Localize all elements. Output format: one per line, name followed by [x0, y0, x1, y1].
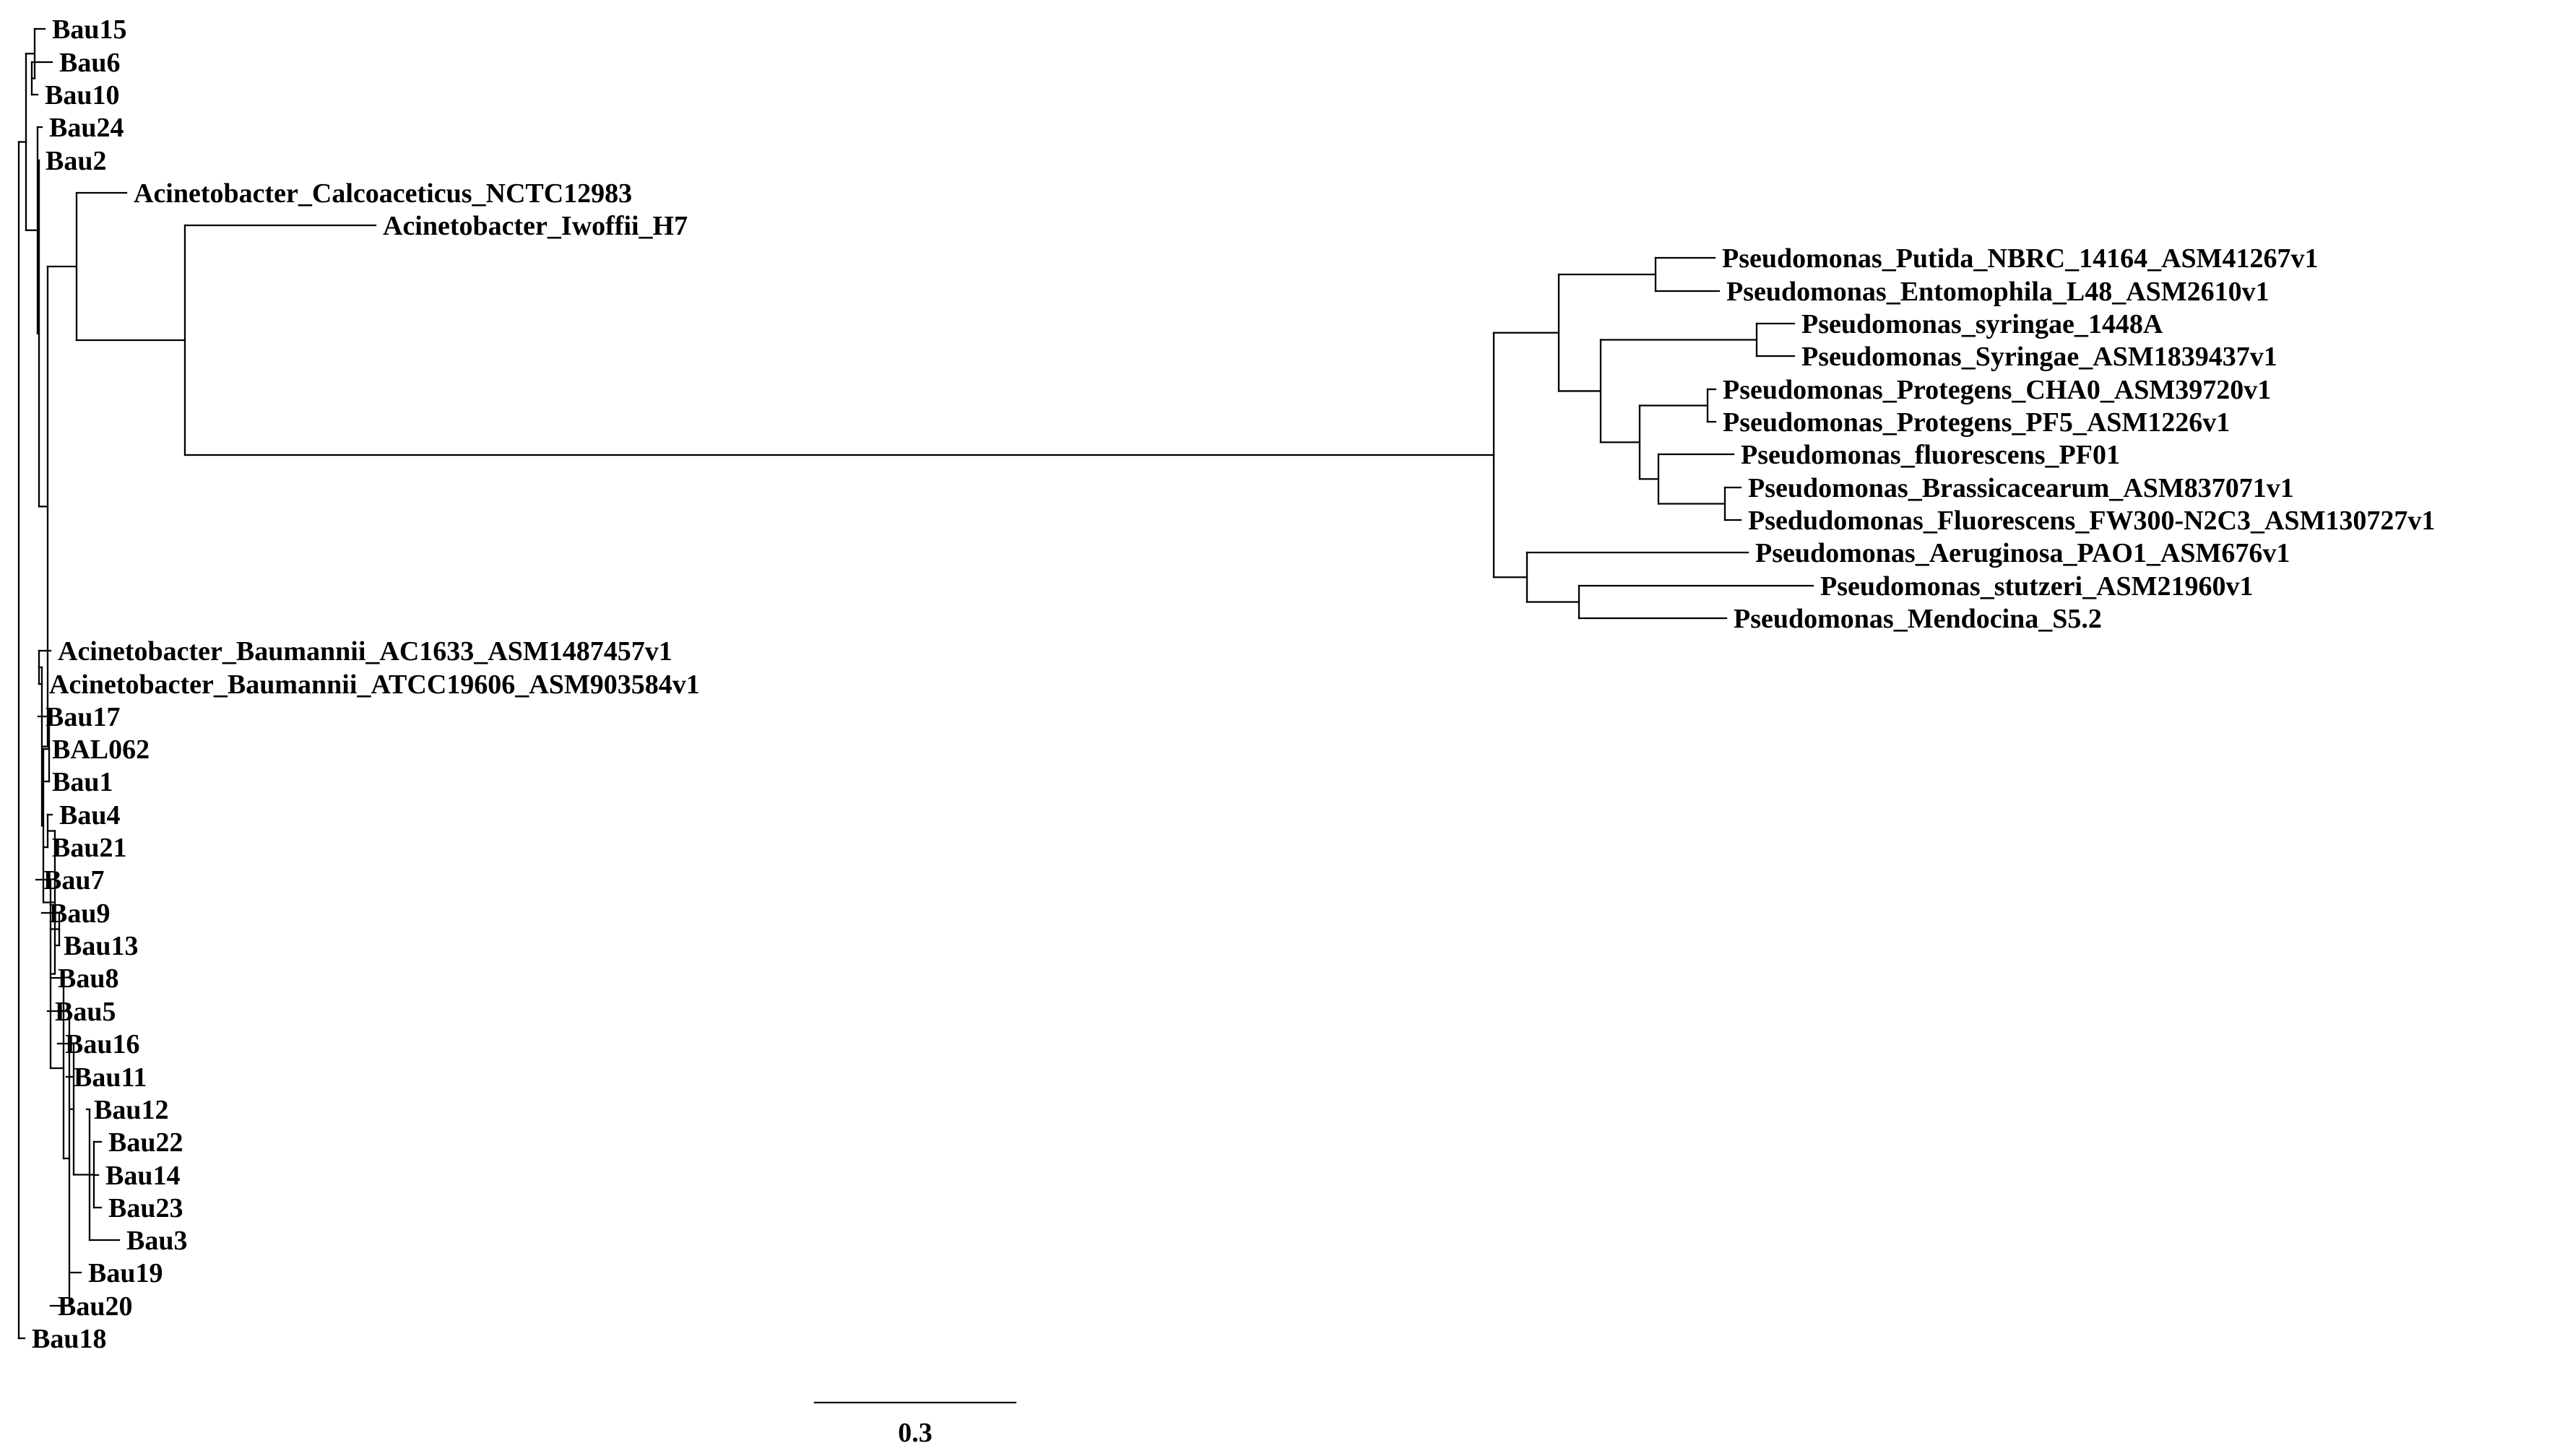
scale-bar: 0.3 [813, 1401, 1017, 1448]
tip-label: Bau5 [55, 997, 116, 1027]
tip-label: Psedudomonas_Fluorescens_FW300-N2C3_ASM1… [1748, 506, 2435, 536]
tip-label: Pseudomonas_stutzeri_ASM21960v1 [1820, 571, 2254, 602]
tip-label: Pseudomonas_Protegens_CHA0_ASM39720v1 [1723, 375, 2271, 405]
tip-label: Pseudomonas_Aeruginosa_PAO1_ASM676v1 [1755, 538, 2290, 568]
tip-label: Bau24 [49, 113, 124, 143]
tip-label: Bau2 [46, 146, 106, 176]
tip-label: Acinetobacter_Calcoaceticus_NCTC12983 [134, 178, 632, 209]
tip-label: Bau14 [105, 1161, 180, 1191]
tree-branches [17, 27, 1814, 1340]
tip-label: Bau15 [52, 14, 126, 45]
tip-label: Bau18 [32, 1324, 106, 1354]
tip-label: Bau11 [74, 1062, 147, 1093]
tip-labels: Bau15Bau6Bau10Bau24Bau2Acinetobacter_Cal… [32, 14, 2435, 1354]
tip-label: Pseudomonas_Protegens_PF5_ASM1226v1 [1723, 407, 2230, 438]
tip-label: BAL062 [52, 734, 150, 765]
tip-label: Bau23 [108, 1193, 183, 1223]
tip-label: Bau1 [52, 767, 113, 797]
tip-label: Acinetobacter_Baumannii_AC1633_ASM148745… [58, 636, 672, 667]
tip-label: Bau22 [108, 1127, 183, 1158]
tip-label: Bau7 [43, 865, 104, 896]
tip-label: Pseudomonas_Syringae_ASM1839437v1 [1801, 342, 2277, 372]
tip-label: Bau13 [64, 931, 138, 961]
tip-label: Bau4 [59, 800, 120, 831]
tip-label: Pseudomonas_Mendocina_S5.2 [1734, 604, 2102, 634]
tip-label: Bau20 [58, 1291, 132, 1322]
tip-label: Bau10 [45, 80, 119, 110]
tip-label: Pseudomonas_fluorescens_PF01 [1741, 440, 2120, 470]
tip-label: Bau12 [94, 1095, 168, 1125]
tip-label: Bau6 [59, 48, 120, 78]
tip-label: Bau8 [58, 963, 118, 994]
tip-label: Bau3 [126, 1226, 187, 1256]
tip-label: Pseudomonas_Brassicacearum_ASM837071v1 [1748, 473, 2294, 503]
tip-label: Acinetobacter_Baumannii_ATCC19606_ASM903… [49, 670, 700, 700]
tip-label: Bau19 [88, 1258, 163, 1288]
tip-label: Bau16 [65, 1029, 139, 1060]
tip-label: Bau9 [49, 898, 110, 929]
tip-label: Pseudomonas_syringae_1448A [1801, 309, 2163, 339]
tip-label: Bau21 [52, 833, 126, 863]
tip-label: Acinetobacter_Iwoffii_H7 [383, 211, 688, 241]
tip-label: Pseudomonas_Entomophila_L48_ASM2610v1 [1726, 277, 2270, 307]
tip-label: Pseudomonas_Putida_NBRC_14164_ASM41267v1 [1722, 243, 2319, 274]
scale-bar-label: 0.3 [898, 1418, 933, 1448]
tip-label: Bau17 [46, 702, 120, 732]
